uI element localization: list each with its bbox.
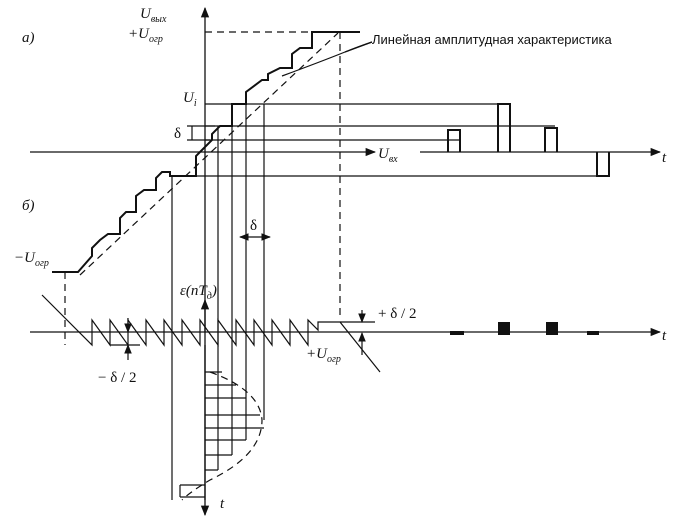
label-minus-u-lim: −Uогр (14, 250, 49, 269)
label-minus-half-delta: − δ / 2 (98, 370, 136, 386)
label-plus-u-lim-2: +Uогр (306, 346, 341, 365)
small-pulse-1 (450, 331, 464, 335)
linear-char-pointer (344, 41, 373, 53)
small-pulse-3 (546, 322, 558, 335)
pulse-2 (497, 103, 511, 152)
label-epsilon: ε(nTд) (180, 283, 217, 302)
bottom-step-bars (179, 371, 264, 498)
label-delta-mid: δ (250, 218, 257, 234)
label-u-i: Ui (183, 90, 197, 109)
label-part-b: б) (22, 198, 35, 214)
pulse-3 (544, 127, 558, 152)
small-pulse-4 (587, 331, 599, 335)
label-part-a: а) (22, 30, 35, 46)
label-plus-u-lim: +Uогр (128, 26, 163, 45)
label-u-in: Uвх (378, 146, 398, 165)
bottom-dashed-curve (181, 371, 263, 501)
label-t-mid: t (662, 328, 667, 344)
label-t-bottom: t (220, 496, 225, 512)
pulse-1 (447, 129, 461, 152)
label-delta-left: δ (174, 126, 181, 142)
label-linear-char: Линейная амплитудная характеристика (372, 32, 612, 47)
quantization-staircase (52, 31, 360, 273)
label-t-top: t (662, 150, 667, 166)
small-pulse-2 (498, 322, 510, 335)
pulse-4 (596, 152, 610, 177)
linear-characteristic-line (79, 32, 339, 276)
label-plus-half-delta: + δ / 2 (378, 306, 416, 322)
label-u-out: Uвых (140, 6, 167, 25)
